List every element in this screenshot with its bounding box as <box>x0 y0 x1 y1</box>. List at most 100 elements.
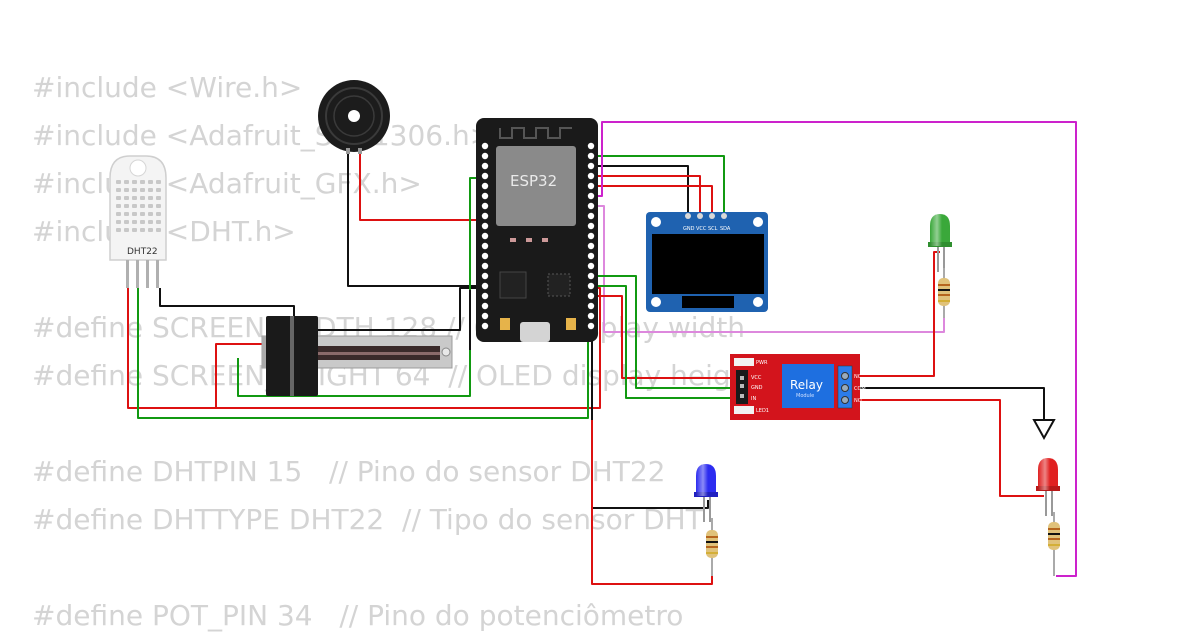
esp32-pin-left[interactable] <box>481 172 489 180</box>
dht22-grille-slot <box>148 220 153 224</box>
resistor-green-led[interactable] <box>938 268 950 318</box>
wire-oled-scl[interactable] <box>592 185 713 216</box>
dht22-grille-slot <box>140 204 145 208</box>
wire-green-led-gnd[interactable] <box>592 205 945 333</box>
esp32-pin-right[interactable] <box>587 312 595 320</box>
wire-red-led-gnd[interactable] <box>592 121 1077 577</box>
esp32-pin-right[interactable] <box>587 142 595 150</box>
wire-oled-sda[interactable] <box>592 155 725 216</box>
esp32-pin-right[interactable] <box>587 252 595 260</box>
esp32-pin-right[interactable] <box>587 162 595 170</box>
esp32-pin-right[interactable] <box>587 212 595 220</box>
esp32-pin-left[interactable] <box>481 262 489 270</box>
dht22-grille-slot <box>124 204 129 208</box>
wire-buzzer-signal[interactable] <box>359 150 482 221</box>
wire-blue-led-gnd[interactable] <box>591 420 713 585</box>
esp32-pin-left[interactable] <box>481 162 489 170</box>
esp32-pin-right[interactable] <box>587 272 595 280</box>
slide-potentiometer[interactable] <box>261 316 453 396</box>
esp32-pin-right[interactable] <box>587 182 595 190</box>
esp32-pin-left[interactable] <box>481 292 489 300</box>
dht22-grille-slot <box>132 196 137 200</box>
esp32-pin-left[interactable] <box>481 252 489 260</box>
wire-relay-no[interactable] <box>852 399 1044 497</box>
dht22-grille-slot <box>132 188 137 192</box>
esp32-pin-left[interactable] <box>481 272 489 280</box>
dht22-grille-slot <box>148 180 153 184</box>
esp32-board[interactable]: ESP32 <box>476 118 598 342</box>
wire-relay-in[interactable] <box>592 285 738 399</box>
esp32-pin-left[interactable] <box>481 282 489 290</box>
oled-pin-gnd: GND <box>683 226 695 232</box>
wire-pot-vcc[interactable] <box>215 343 262 408</box>
esp32-pin-left[interactable] <box>481 232 489 240</box>
esp32-pin-left[interactable] <box>481 152 489 160</box>
esp32-pin-right[interactable] <box>587 192 595 200</box>
oled-display[interactable]: GND VCC SCL SDA <box>646 212 768 312</box>
reset-button[interactable] <box>566 318 576 330</box>
esp32-pin-right[interactable] <box>587 222 595 230</box>
wire-blue-led-anode[interactable] <box>591 290 709 509</box>
wire-pot-signal[interactable] <box>237 177 482 397</box>
dht22-grille-slot <box>148 212 153 216</box>
esp32-pin-right[interactable] <box>587 322 595 330</box>
esp32-pin-left[interactable] <box>481 192 489 200</box>
esp32-pin-left[interactable] <box>481 222 489 230</box>
dht22-grille-slot <box>116 188 121 192</box>
dht22-grille-slot <box>132 204 137 208</box>
esp32-pin-left[interactable] <box>481 322 489 330</box>
esp32-pin-right[interactable] <box>587 302 595 310</box>
oled-pin-scl: SCL <box>708 226 718 232</box>
buzzer[interactable] <box>318 80 390 154</box>
wire-relay-com[interactable] <box>852 387 1045 420</box>
wire-buzzer-gnd[interactable] <box>347 150 482 287</box>
esp32-pin-right[interactable] <box>587 242 595 250</box>
dht22-sensor[interactable]: DHT22 <box>109 155 167 288</box>
resistor-blue-led[interactable] <box>706 518 718 576</box>
dht22-grille-slot <box>148 204 153 208</box>
dht22-grille-slot <box>140 188 145 192</box>
dht22-grille-slot <box>132 220 137 224</box>
esp32-module-shield <box>496 146 576 226</box>
esp32-pin-left[interactable] <box>481 182 489 190</box>
code-line-12: #define POT_PIN 34 // Pino do potenciôme… <box>32 599 684 632</box>
esp32-pin-right[interactable] <box>587 152 595 160</box>
usb-port <box>520 322 550 342</box>
green-led[interactable] <box>928 214 952 272</box>
esp32-pin-right[interactable] <box>587 172 595 180</box>
esp32-pin-right[interactable] <box>587 232 595 240</box>
esp32-pin-left[interactable] <box>481 212 489 220</box>
esp32-pin-left[interactable] <box>481 302 489 310</box>
esp32-pin-left[interactable] <box>481 312 489 320</box>
esp32-pin-right[interactable] <box>587 262 595 270</box>
esp32-pin-left[interactable] <box>481 142 489 150</box>
dht22-grille-slot <box>140 228 145 232</box>
esp32-pin-left[interactable] <box>481 242 489 250</box>
esp32-pin-left[interactable] <box>481 202 489 210</box>
dht22-grille-slot <box>140 180 145 184</box>
red-led[interactable] <box>1036 458 1060 516</box>
code-line-10: #define DHTTYPE DHT22 // Tipo do sensor … <box>32 503 703 536</box>
esp32-pin-right[interactable] <box>587 292 595 300</box>
relay-label: Relay <box>790 378 823 392</box>
dht22-grille-slot <box>156 220 161 224</box>
dht22-grille-slot <box>124 196 129 200</box>
relay-module[interactable]: PWR LED1 VCC GND IN Relay Module NC COM … <box>730 354 866 420</box>
ground-symbol <box>1032 419 1056 441</box>
blue-led[interactable] <box>694 464 718 522</box>
esp32-pin-right[interactable] <box>587 202 595 210</box>
code-line-9: #define DHTPIN 15 // Pino do sensor DHT2… <box>32 455 666 488</box>
dht22-grille-slot <box>140 196 145 200</box>
wire-dht-gnd[interactable] <box>159 287 482 331</box>
dht22-grille-slot <box>148 188 153 192</box>
boot-button[interactable] <box>500 318 510 330</box>
wire-relay-vcc[interactable] <box>592 295 738 379</box>
wire-relay-gnd[interactable] <box>592 275 738 389</box>
wire-oled-gnd[interactable] <box>592 165 689 216</box>
esp32-pin-right[interactable] <box>587 282 595 290</box>
wire-oled-vcc[interactable] <box>592 175 701 216</box>
dht22-grille-slot <box>132 212 137 216</box>
resistor-red-led[interactable] <box>1048 512 1060 576</box>
wire-relay-nc[interactable] <box>852 251 940 377</box>
